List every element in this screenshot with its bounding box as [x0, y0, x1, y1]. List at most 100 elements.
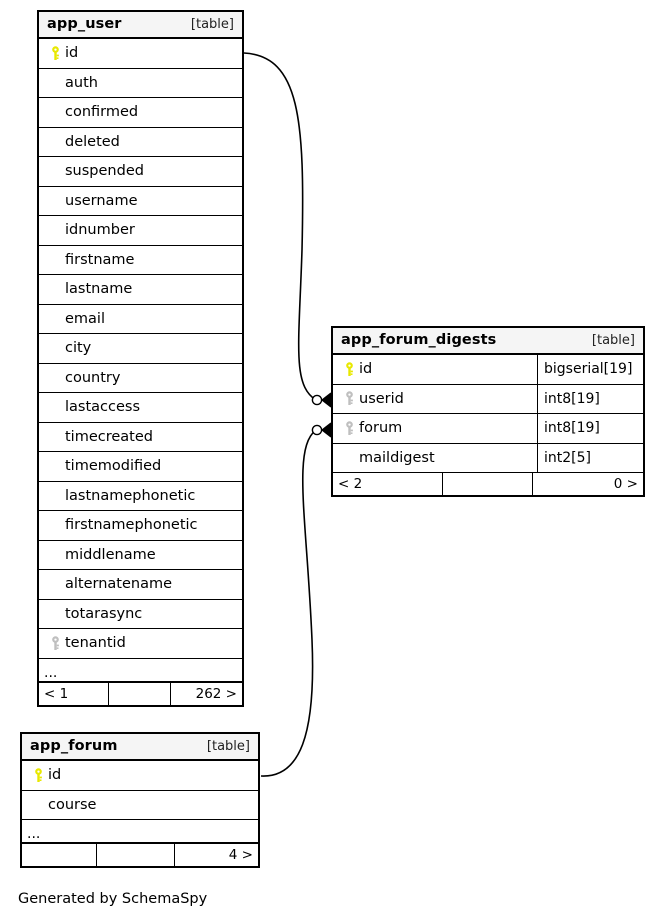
- column-name-cell: id: [39, 39, 242, 68]
- column-name-cell: forum: [333, 414, 537, 443]
- column-row-app_user-firstname[interactable]: firstname: [39, 245, 242, 275]
- column-row-app_user-lastname[interactable]: lastname: [39, 275, 242, 305]
- column-row-app_user-alternatename[interactable]: alternatename: [39, 570, 242, 600]
- column-label: lastaccess: [65, 399, 141, 416]
- footer-middle-app_user: [109, 682, 171, 705]
- column-row-app_user-timecreated[interactable]: timecreated: [39, 422, 242, 452]
- column-row-app_user-country[interactable]: country: [39, 363, 242, 393]
- table-title-app_forum_digests: app_forum_digests: [341, 332, 497, 348]
- table-header-app_forum_digests[interactable]: app_forum_digests [table]: [333, 328, 643, 355]
- crowsfoot-marker-userid: [311, 392, 332, 408]
- column-name-cell: totarasync: [39, 600, 242, 629]
- more-columns-indicator-app_user: ...: [39, 659, 242, 683]
- table-app_forum[interactable]: app_forum [table] id course ... 4 >: [20, 732, 260, 868]
- more-columns-indicator-app_forum: ...: [22, 820, 258, 844]
- column-name-cell: confirmed: [39, 98, 242, 127]
- column-type-cell: int2[5]: [537, 443, 643, 472]
- table-kind-label-app_user: [table]: [190, 16, 234, 32]
- column-name-cell: firstname: [39, 246, 242, 275]
- column-label: id: [359, 361, 373, 378]
- column-name-cell: tenantid: [39, 629, 242, 658]
- incoming-relations-count-app_forum: [22, 844, 97, 866]
- column-label: auth: [65, 74, 98, 91]
- relationship-line-app_user-id-to-app_forum_digests-userid: [243, 52, 317, 401]
- footer-middle-app_forum: [97, 844, 175, 866]
- outgoing-relations-count-app_user: 262 >: [195, 685, 237, 702]
- column-name-cell: firstnamephonetic: [39, 511, 242, 540]
- column-name-cell: country: [39, 364, 242, 393]
- table-app_forum_digests[interactable]: app_forum_digests [table] id bigserial[19…: [331, 326, 645, 497]
- incoming-relations-count-app_user: < 1: [39, 682, 109, 705]
- column-row-app_user-email[interactable]: email: [39, 304, 242, 334]
- column-row-app_user-lastnamephonetic[interactable]: lastnamephonetic: [39, 481, 242, 511]
- table-title-app_user: app_user: [47, 16, 122, 32]
- column-row-app_user-id[interactable]: id: [39, 39, 242, 69]
- table-kind-label-app_forum_digests: [table]: [591, 332, 635, 348]
- column-label: alternatename: [65, 576, 173, 593]
- foreign-key-icon: [45, 636, 65, 651]
- column-label: maildigest: [359, 449, 435, 466]
- column-name-cell: maildigest: [333, 444, 537, 473]
- primary-key-icon: [45, 46, 65, 61]
- column-row-app_user-lastaccess[interactable]: lastaccess: [39, 393, 242, 423]
- column-row-app_user-firstnamephonetic[interactable]: firstnamephonetic: [39, 511, 242, 541]
- table-footer-app_user: < 1 262 >: [39, 682, 242, 705]
- column-label: timecreated: [65, 428, 153, 445]
- column-label: city: [65, 340, 92, 357]
- foreign-key-icon: [339, 391, 359, 406]
- column-row-app_user-tenantid[interactable]: tenantid: [39, 629, 242, 659]
- column-label: course: [48, 796, 97, 813]
- footer-middle-app_forum_digests: [443, 473, 533, 495]
- crowsfoot-marker-forum: [311, 422, 332, 438]
- column-row-app_user-suspended[interactable]: suspended: [39, 157, 242, 187]
- column-type-cell: bigserial[19]: [537, 355, 643, 384]
- column-name-cell: email: [39, 305, 242, 334]
- table-header-app_forum[interactable]: app_forum [table]: [22, 734, 258, 761]
- column-row-app_user-middlename[interactable]: middlename: [39, 540, 242, 570]
- column-name-cell: userid: [333, 385, 537, 414]
- column-label: username: [65, 192, 138, 209]
- column-label: firstnamephonetic: [65, 517, 198, 534]
- column-label: suspended: [65, 163, 144, 180]
- table-footer-app_forum_digests: < 2 0 >: [333, 473, 643, 495]
- column-name-cell: city: [39, 334, 242, 363]
- column-name-cell: lastname: [39, 275, 242, 304]
- column-row-app_forum-id[interactable]: id: [22, 761, 258, 791]
- column-row-app_user-auth[interactable]: auth: [39, 68, 242, 98]
- column-name-cell: id: [333, 355, 537, 384]
- column-name-cell: suspended: [39, 157, 242, 186]
- column-label: totarasync: [65, 605, 143, 622]
- incoming-relations-count-app_forum_digests: < 2: [333, 473, 443, 495]
- column-row-app_forum-course[interactable]: course: [22, 790, 258, 820]
- column-row-app_user-timemodified[interactable]: timemodified: [39, 452, 242, 482]
- column-row-app_user-deleted[interactable]: deleted: [39, 127, 242, 157]
- column-name-cell: lastaccess: [39, 393, 242, 422]
- column-name-cell: deleted: [39, 128, 242, 157]
- column-row-app_forum_digests-id[interactable]: id bigserial[19]: [333, 355, 643, 385]
- column-row-app_user-idnumber[interactable]: idnumber: [39, 216, 242, 246]
- table-header-app_user[interactable]: app_user [table]: [39, 12, 242, 39]
- column-row-app_user-city[interactable]: city: [39, 334, 242, 364]
- table-kind-label-app_forum: [table]: [206, 738, 250, 754]
- column-row-app_user-totarasync[interactable]: totarasync: [39, 599, 242, 629]
- foreign-key-icon: [339, 421, 359, 436]
- column-label: tenantid: [65, 635, 126, 652]
- column-row-app_user-username[interactable]: username: [39, 186, 242, 216]
- column-name-cell: alternatename: [39, 570, 242, 599]
- column-row-app_forum_digests-maildigest[interactable]: maildigest int2[5]: [333, 443, 643, 473]
- column-name-cell: idnumber: [39, 216, 242, 245]
- primary-key-icon: [28, 768, 48, 783]
- column-name-cell: id: [22, 761, 258, 790]
- column-type-cell: int8[19]: [537, 414, 643, 443]
- column-label: id: [48, 767, 62, 784]
- table-footer-app_forum: 4 >: [22, 844, 258, 866]
- column-label: lastname: [65, 281, 133, 298]
- column-label: email: [65, 310, 105, 327]
- outgoing-relations-count-app_forum_digests: 0 >: [613, 476, 638, 492]
- column-label: userid: [359, 390, 404, 407]
- column-row-app_user-confirmed[interactable]: confirmed: [39, 98, 242, 128]
